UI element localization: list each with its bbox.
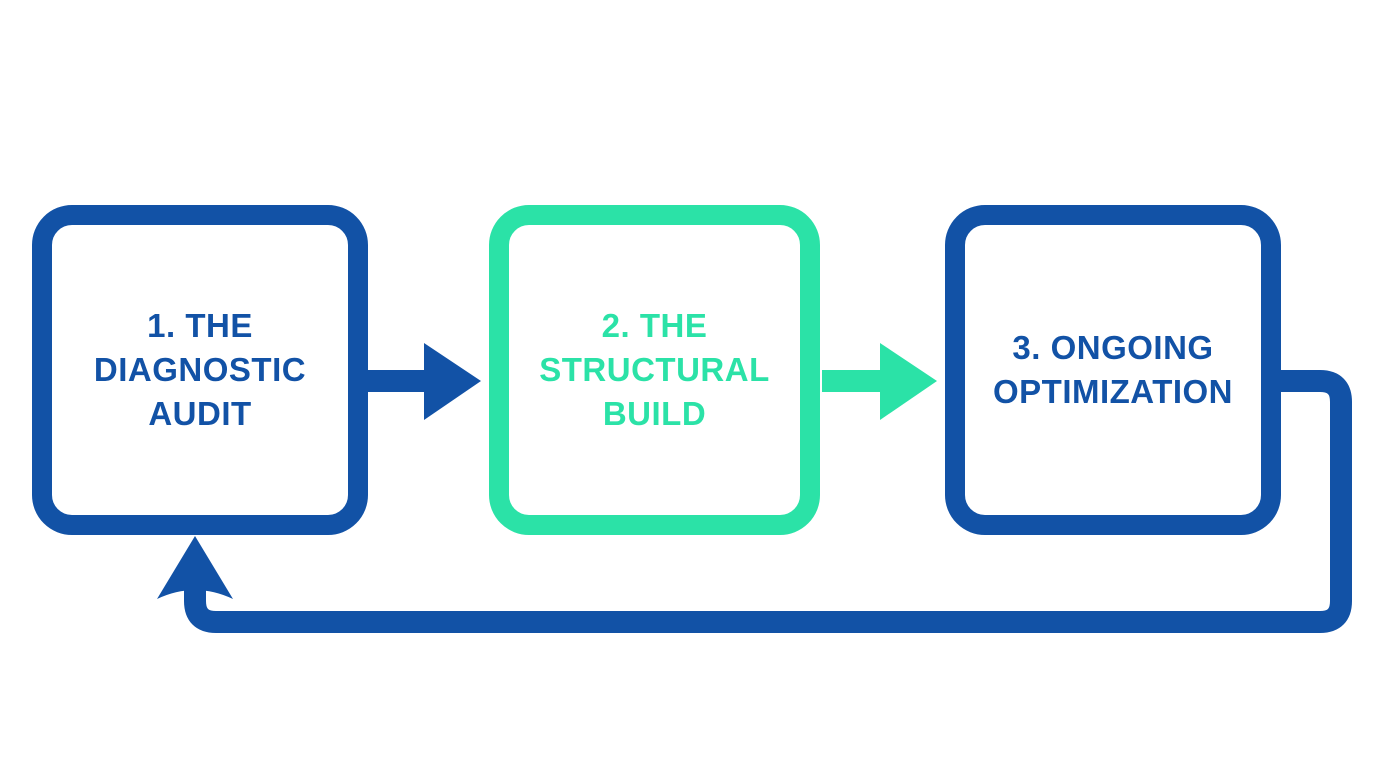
step-label: 3. ONGOING OPTIMIZATION: [993, 326, 1233, 414]
step-label: 2. THE STRUCTURAL BUILD: [539, 304, 769, 436]
step-label-line: STRUCTURAL: [539, 351, 770, 388]
arrow-step1-to-step2: [366, 343, 481, 420]
step-label-line: AUDIT: [148, 395, 252, 432]
step-label-line: 2. THE: [601, 307, 708, 344]
step-box-diagnostic-audit: 1. THE DIAGNOSTIC AUDIT: [32, 205, 368, 535]
arrow-step2-to-step3: [822, 343, 937, 420]
step-box-ongoing-optimization: 3. ONGOING OPTIMIZATION: [945, 205, 1281, 535]
step-label-line: 3. ONGOING: [1012, 329, 1214, 366]
step-label-line: OPTIMIZATION: [992, 373, 1234, 410]
step-label-line: BUILD: [602, 395, 707, 432]
step-box-structural-build: 2. THE STRUCTURAL BUILD: [489, 205, 820, 535]
step-label: 1. THE DIAGNOSTIC AUDIT: [94, 304, 306, 436]
step-label-line: 1. THE: [147, 307, 253, 344]
step-label-line: DIAGNOSTIC: [93, 351, 307, 388]
